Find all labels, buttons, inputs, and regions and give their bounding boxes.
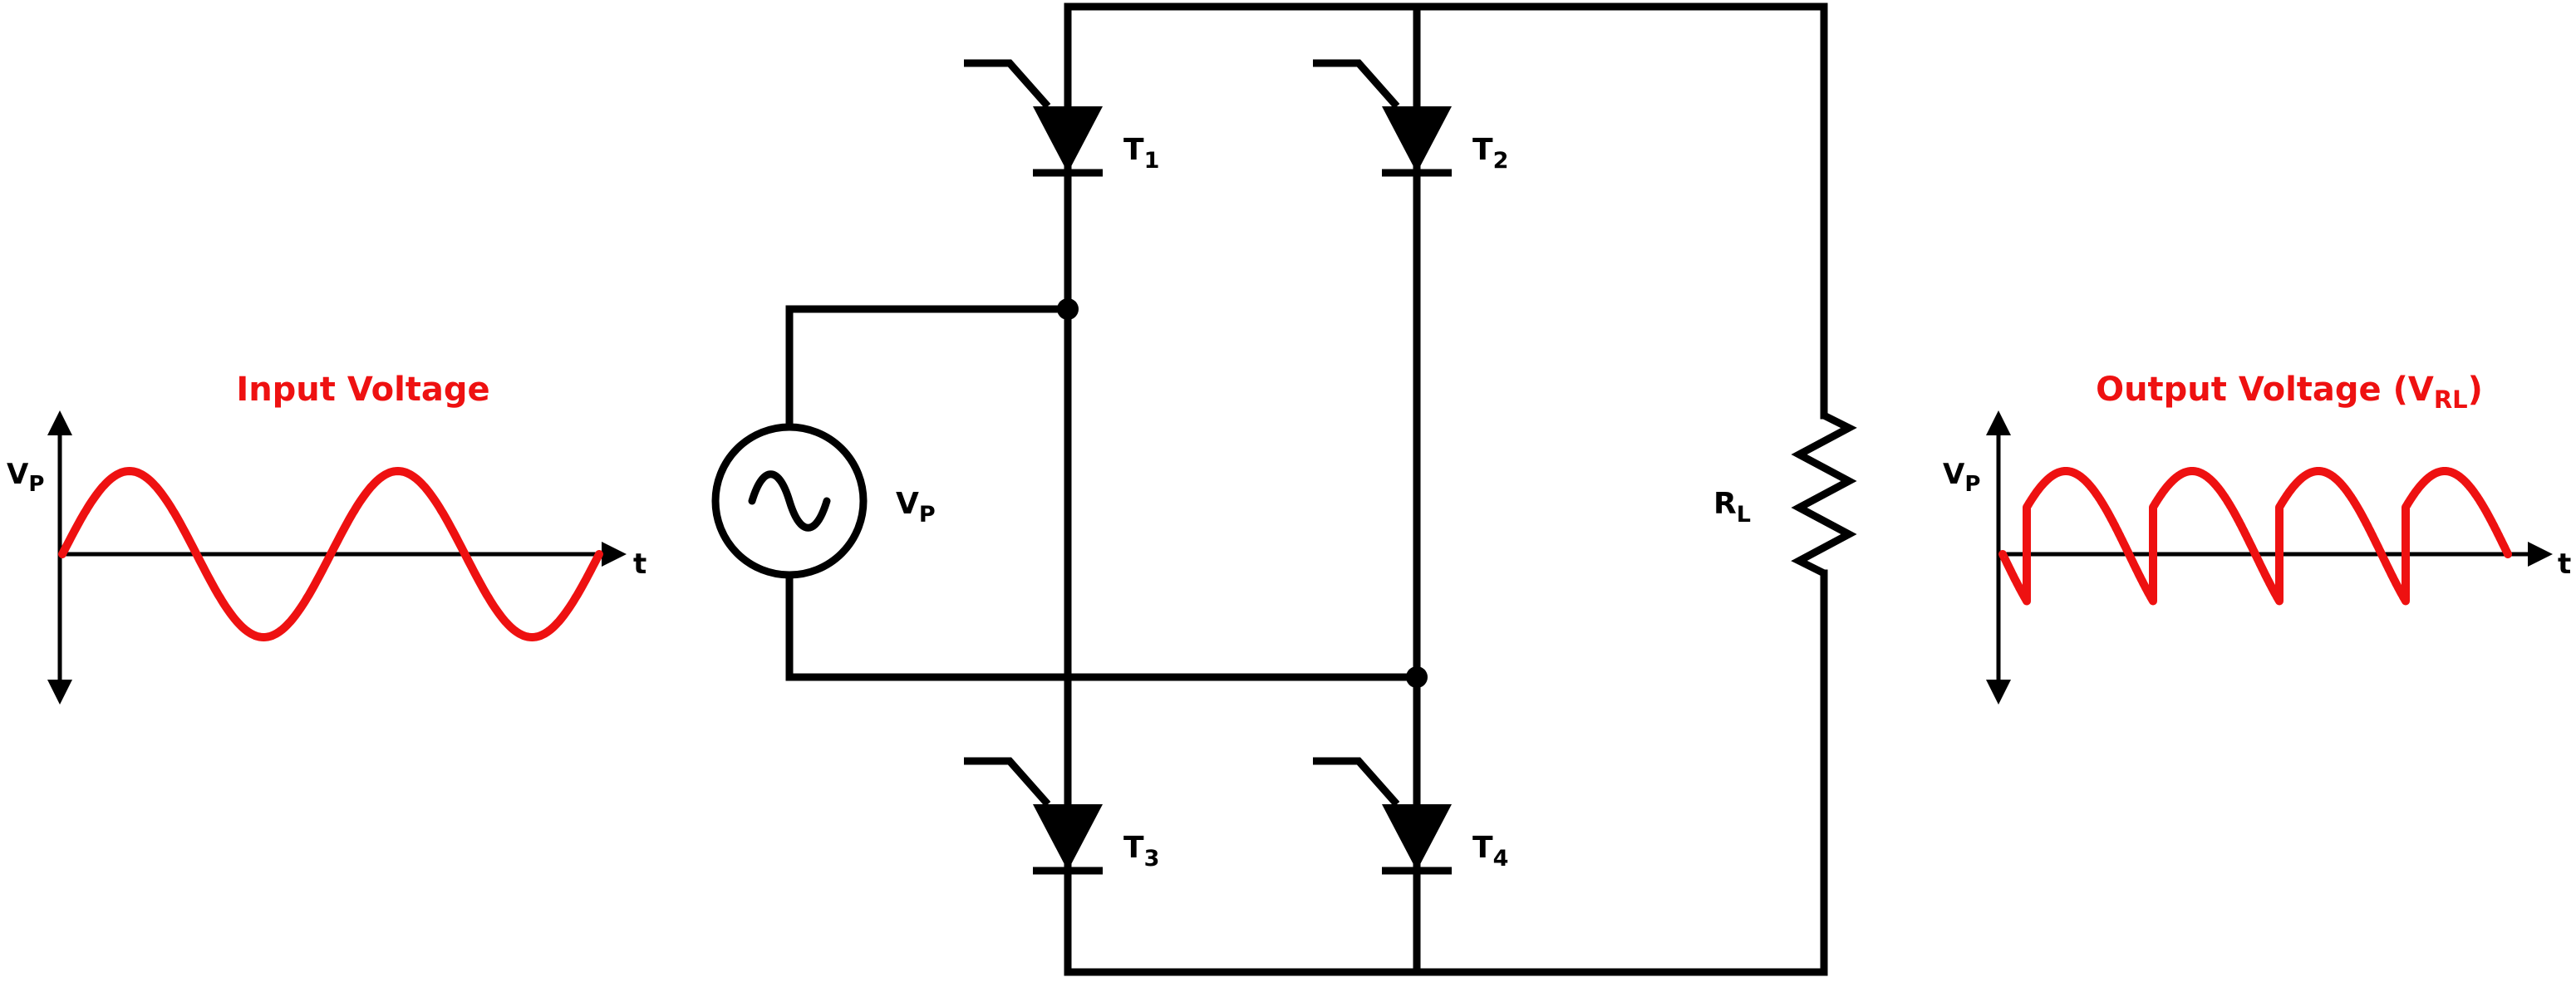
- thyristor-gate-icon: [1313, 757, 1400, 807]
- thyristor-label-t3: T3: [1123, 831, 1159, 872]
- thyristor-triangle-icon: [1382, 804, 1452, 871]
- bridge-circuit: VP T1 T2 T3 T4: [711, 2, 1857, 976]
- thyristor-triangle-icon: [1033, 804, 1103, 871]
- thyristor-label-t4: T4: [1472, 831, 1508, 872]
- input-voltage-plot: Input Voltage VP t: [7, 371, 646, 705]
- output-plot-title: Output Voltage (VRL): [2096, 371, 2483, 414]
- thyristor-t2: T2: [1313, 59, 1508, 177]
- input-x-axis-label: t: [633, 548, 646, 581]
- output-voltage-plot: Output Voltage (VRL) VP t: [1943, 371, 2571, 705]
- thyristor-label-t2: T2: [1472, 133, 1508, 174]
- resistor-zigzag-icon: [1791, 411, 1857, 577]
- input-sine-wave: [58, 467, 603, 641]
- source-label: VP: [896, 487, 936, 528]
- input-y-axis-label: VP: [7, 458, 44, 497]
- junction-dot-left: [1057, 298, 1079, 320]
- thyristor-t3: T3: [964, 757, 1159, 875]
- thyristor-triangle-icon: [1033, 106, 1103, 173]
- sine-icon: [748, 470, 831, 532]
- thyristor-gate-icon: [964, 757, 1051, 807]
- thyristor-gate-icon: [964, 59, 1051, 109]
- thyristor-t4: T4: [1313, 757, 1508, 875]
- wire-source-top: [785, 305, 1072, 431]
- output-x-axis-label: t: [2558, 548, 2571, 581]
- load-resistor: RL: [1713, 411, 1857, 577]
- ac-source: VP: [711, 423, 936, 579]
- thyristor-t1: T1: [964, 59, 1159, 177]
- input-plot-title: Input Voltage: [236, 371, 489, 409]
- junction-dot-right: [1406, 666, 1428, 688]
- ac-source-circle: [711, 423, 868, 579]
- thyristor-triangle-icon: [1382, 106, 1452, 173]
- wire-source-bottom: [785, 571, 1421, 681]
- thyristor-gate-icon: [1313, 59, 1400, 109]
- load-label: RL: [1713, 487, 1751, 528]
- output-y-axis-label: VP: [1943, 458, 1980, 497]
- output-rectified-wave: [1998, 467, 2512, 606]
- thyristor-label-t1: T1: [1123, 133, 1159, 174]
